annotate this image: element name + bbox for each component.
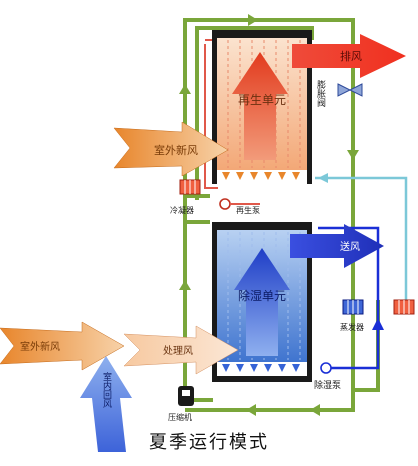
supply-air-label: 送风 (340, 240, 360, 253)
supply-air-arrow (290, 224, 384, 268)
outdoor-fresh-air-bottom-arrow (0, 321, 125, 371)
compressor-label: 压缩机 (168, 412, 192, 422)
evaporator-right (393, 299, 415, 315)
expansion-valve-label: 膨胀阀 (315, 79, 326, 108)
compressor (178, 386, 194, 406)
dehum-unit-label: 除湿单元 (238, 288, 286, 303)
treated-air-arrow (123, 325, 239, 375)
treated-air-label: 处理风 (163, 345, 193, 357)
cyan-flow-arrow (318, 173, 328, 183)
regen-unit-label: 再生单元 (238, 93, 286, 107)
evaporator-left (342, 299, 364, 315)
condenser (179, 179, 201, 195)
outdoor-fresh-air-top-arrow (113, 121, 229, 177)
cold-flow-arrow (372, 318, 384, 330)
exhaust-label: 排风 (340, 49, 362, 63)
regen-heat-arrow (232, 52, 288, 160)
dehum-pump (320, 362, 332, 374)
evaporator-label: 蒸发器 (340, 322, 364, 332)
indoor-return-air-label: 室内回风 (101, 371, 112, 409)
diagram-caption: 夏季运行模式 (149, 432, 269, 453)
dehum-air-arrow (234, 248, 290, 356)
exhaust-arrow (292, 34, 406, 78)
outdoor-fresh-air-top-label: 室外新风 (154, 143, 198, 157)
cyan-loop (315, 176, 408, 300)
regen-pump (219, 198, 231, 210)
expansion-valve (337, 83, 363, 97)
condenser-label: 冷凝器 (170, 205, 194, 215)
dehum-pump-label: 除湿泵 (314, 379, 341, 391)
outdoor-fresh-air-bottom-label: 室外新风 (20, 340, 60, 353)
indoor-return-air-arrow (80, 356, 132, 452)
regen-pump-label: 再生泵 (236, 205, 260, 215)
